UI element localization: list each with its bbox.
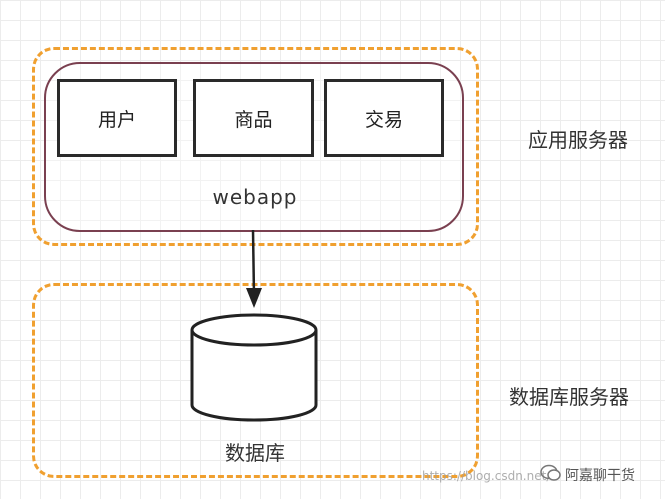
connection-arrow: [251, 229, 256, 297]
watermark-url: https://blog.csdn.net/: [422, 469, 551, 483]
module-trade-label: 交易: [364, 108, 403, 131]
webapp-label: webapp: [212, 185, 298, 209]
database-cylinder-icon: [190, 313, 318, 422]
module-goods-label: 商品: [234, 108, 273, 131]
arrow-head: [246, 288, 262, 308]
app-server-label: 应用服务器: [528, 128, 628, 152]
db-server-label: 数据库服务器: [509, 385, 629, 409]
watermark-brand: 阿嘉聊干货: [565, 468, 635, 484]
module-goods: 商品: [193, 79, 314, 157]
app-server-boundary: [32, 47, 479, 246]
module-trade: 交易: [324, 79, 444, 157]
wechat-icon: [540, 464, 561, 481]
module-user: 用户: [57, 79, 177, 157]
database-label: 数据库: [225, 441, 285, 465]
module-user-label: 用户: [97, 108, 136, 131]
db-server-boundary: [32, 283, 479, 478]
